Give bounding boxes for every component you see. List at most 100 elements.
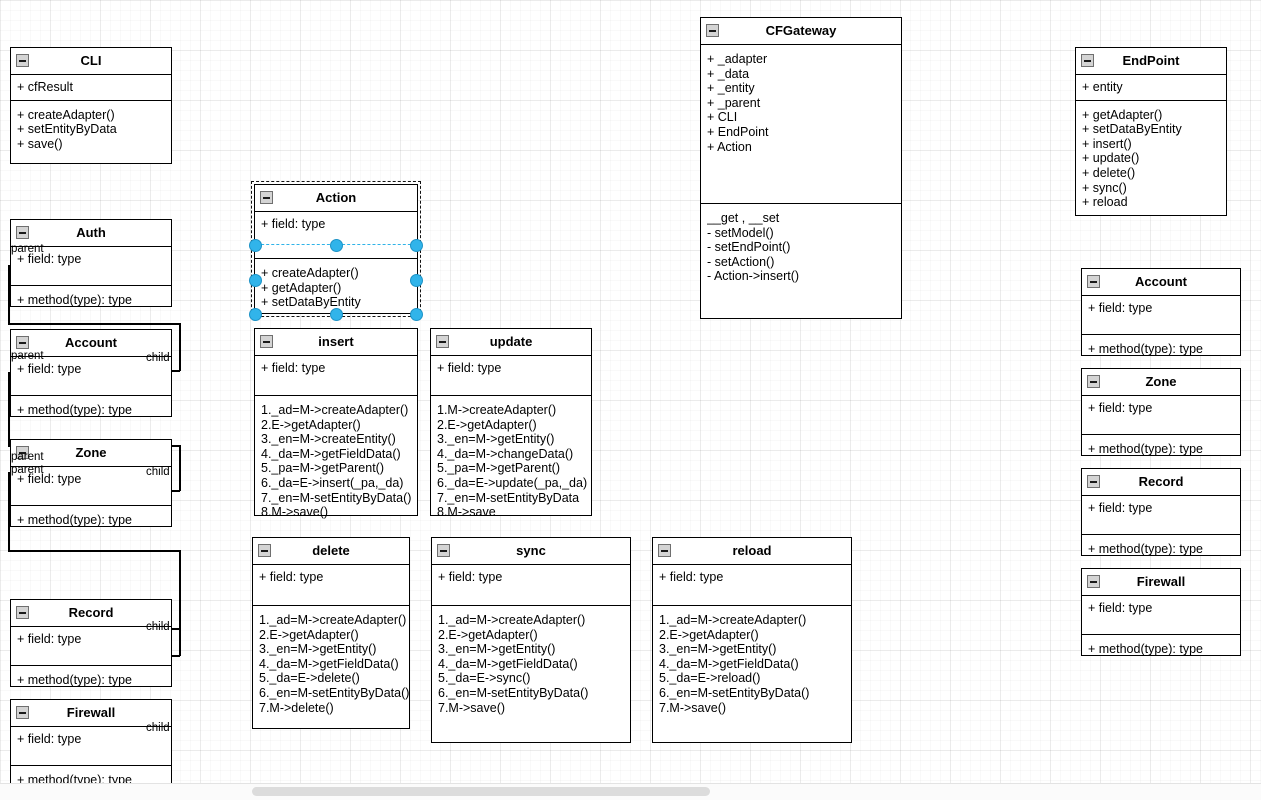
resize-handle-right[interactable] <box>410 239 423 252</box>
class-attributes-record-right: + field: type <box>1082 496 1240 535</box>
method-row: + method(type): type <box>1088 442 1203 456</box>
class-box-account-left[interactable]: Account + field: type + method(type): ty… <box>10 329 172 417</box>
method-row: 3._en=M->getEntity() <box>259 642 377 657</box>
resize-handle-left[interactable] <box>249 239 262 252</box>
method-row: + method(type): type <box>17 293 132 307</box>
method-row: 6._en=M-setEntityByData() <box>659 685 810 700</box>
class-box-firewall-left[interactable]: Firewall + field: type + method(type): t… <box>10 699 172 787</box>
class-header-zone-left[interactable]: Zone <box>11 440 171 467</box>
class-title-zone-left: Zone <box>75 445 107 460</box>
resize-handle-bottom-left[interactable] <box>249 308 262 321</box>
class-title-zone-right: Zone <box>1145 374 1177 389</box>
attribute-row: + field: type <box>259 570 324 584</box>
resize-handle-middle-left[interactable] <box>249 274 262 287</box>
class-attributes-reload: + field: type <box>653 565 851 606</box>
connector-auth-v1 <box>8 265 10 325</box>
method-row: - setModel() <box>707 225 774 240</box>
method-row: 4._da=M->getFieldData() <box>259 656 399 671</box>
resize-handle-top-center[interactable] <box>330 239 343 252</box>
minus-box-icon[interactable] <box>706 24 719 37</box>
class-header-cli[interactable]: CLI <box>11 48 171 75</box>
class-box-zone-left[interactable]: Zone + field: type + method(type): type <box>10 439 172 527</box>
class-header-action[interactable]: Action <box>255 185 417 212</box>
class-header-firewall-left[interactable]: Firewall <box>11 700 171 727</box>
class-methods-account-right: + method(type): type <box>1082 335 1240 362</box>
class-box-cli[interactable]: CLI + cfResult + createAdapter() + setEn… <box>10 47 172 164</box>
class-methods-sync: 1._ad=M->createAdapter() 2.E->getAdapter… <box>432 606 630 720</box>
class-box-endpoint[interactable]: EndPoint + entity + getAdapter() + setDa… <box>1075 47 1227 216</box>
minus-box-icon[interactable] <box>1087 275 1100 288</box>
minus-box-icon[interactable] <box>260 335 273 348</box>
class-title-endpoint: EndPoint <box>1122 53 1180 68</box>
method-row: 4._da=M->changeData() <box>437 446 574 461</box>
method-row: 2.E->getAdapter() <box>659 627 759 642</box>
class-attributes-action: + field: type <box>255 212 417 259</box>
minus-box-icon[interactable] <box>16 54 29 67</box>
class-header-firewall-right[interactable]: Firewall <box>1082 569 1240 596</box>
minus-box-icon[interactable] <box>16 606 29 619</box>
class-header-reload[interactable]: reload <box>653 538 851 565</box>
minus-box-icon[interactable] <box>260 191 273 204</box>
class-attributes-firewall-right: + field: type <box>1082 596 1240 635</box>
minus-box-icon[interactable] <box>658 544 671 557</box>
resize-handle-bottom-right[interactable] <box>410 308 423 321</box>
class-header-cfgateway[interactable]: CFGateway <box>701 18 901 45</box>
class-box-record-right[interactable]: Record + field: type + method(type): typ… <box>1081 468 1241 556</box>
class-header-insert[interactable]: insert <box>255 329 417 356</box>
attribute-row: + field: type <box>17 472 82 486</box>
class-box-account-right[interactable]: Account + field: type + method(type): ty… <box>1081 268 1241 356</box>
class-box-update[interactable]: update + field: type 1.M->createAdapter(… <box>430 328 592 519</box>
minus-box-icon[interactable] <box>16 446 29 459</box>
resize-handle-bottom-center[interactable] <box>330 308 343 321</box>
class-title-record-right: Record <box>1138 474 1184 489</box>
class-header-zone-right[interactable]: Zone <box>1082 369 1240 396</box>
class-attributes-insert: + field: type <box>255 356 417 396</box>
minus-box-icon[interactable] <box>16 336 29 349</box>
resize-handle-middle-right[interactable] <box>410 274 423 287</box>
minus-box-icon[interactable] <box>1087 475 1100 488</box>
minus-box-icon[interactable] <box>1087 375 1100 388</box>
class-box-reload[interactable]: reload + field: type 1._ad=M->createAdap… <box>652 537 852 743</box>
class-header-auth[interactable]: Auth <box>11 220 171 247</box>
class-box-auth[interactable]: Auth + field: type + method(type): type <box>10 219 172 307</box>
minus-box-icon[interactable] <box>16 706 29 719</box>
method-row: 1._ad=M->createAdapter() <box>261 403 409 417</box>
class-box-insert[interactable]: insert + field: type 1._ad=M->createAdap… <box>254 328 418 519</box>
method-row: - setEndPoint() <box>707 240 791 255</box>
class-header-delete[interactable]: delete <box>253 538 409 565</box>
class-box-sync[interactable]: sync + field: type 1._ad=M->createAdapte… <box>431 537 631 743</box>
class-header-record-right[interactable]: Record <box>1082 469 1240 496</box>
horizontal-scrollbar-thumb[interactable] <box>252 787 710 796</box>
minus-box-icon[interactable] <box>436 335 449 348</box>
class-header-record-left[interactable]: Record <box>11 600 171 627</box>
minus-box-icon[interactable] <box>437 544 450 557</box>
minus-box-icon[interactable] <box>16 226 29 239</box>
class-title-update: update <box>489 334 533 349</box>
class-box-zone-right[interactable]: Zone + field: type + method(type): type <box>1081 368 1241 456</box>
method-row: - Action->insert() <box>707 269 800 284</box>
edge-label-firewall-child: child <box>146 722 170 734</box>
class-header-sync[interactable]: sync <box>432 538 630 565</box>
class-header-update[interactable]: update <box>431 329 591 356</box>
class-header-account-left[interactable]: Account <box>11 330 171 357</box>
minus-box-icon[interactable] <box>1087 575 1100 588</box>
attribute-row: + field: type <box>261 361 326 375</box>
method-row: + setDataByEntity <box>1082 122 1182 137</box>
class-header-endpoint[interactable]: EndPoint <box>1076 48 1226 75</box>
class-box-record-left[interactable]: Record + field: type + method(type): typ… <box>10 599 172 687</box>
class-box-delete[interactable]: delete + field: type 1._ad=M->createAdap… <box>252 537 410 729</box>
minus-box-icon[interactable] <box>258 544 271 557</box>
class-box-firewall-right[interactable]: Firewall + field: type + method(type): t… <box>1081 568 1241 656</box>
method-row: 1._ad=M->createAdapter() <box>659 613 807 627</box>
class-header-account-right[interactable]: Account <box>1082 269 1240 296</box>
attribute-row: + field: type <box>17 732 82 746</box>
horizontal-scrollbar-track[interactable] <box>0 783 1261 800</box>
method-row: 6._en=M-setEntityByData() <box>259 685 409 700</box>
minus-box-icon[interactable] <box>1081 54 1094 67</box>
method-row: + method(type): type <box>17 673 132 687</box>
class-box-cfgateway[interactable]: CFGateway + _adapter + _data + _entity +… <box>700 17 902 319</box>
method-row: 4._da=M->getFieldData() <box>438 656 578 671</box>
method-row: 3._en=M->getEntity() <box>437 432 555 447</box>
method-row: + method(type): type <box>1088 542 1203 556</box>
